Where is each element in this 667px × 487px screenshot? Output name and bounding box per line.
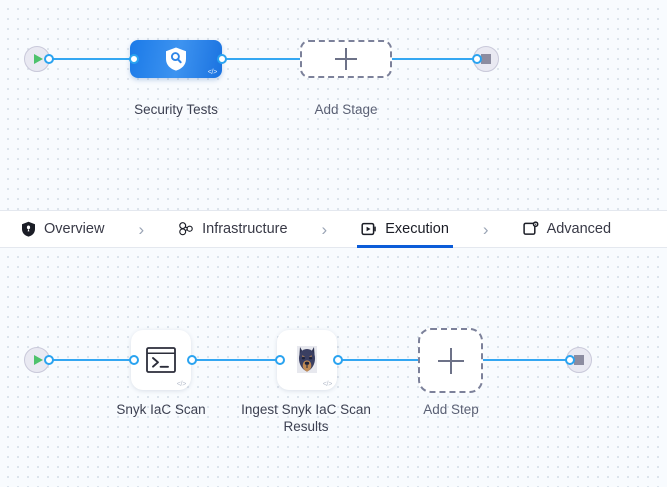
add-stage-button[interactable] [300,40,392,78]
terminal-icon [146,347,176,373]
tab-advanced[interactable]: Advanced [519,211,616,247]
security-tests-input-port[interactable] [129,54,139,64]
execution-end-input-port[interactable] [565,355,575,365]
tab-separator-3: › [482,219,489,239]
edge-security-tests-to-add-stage [222,58,302,60]
tab-separator-1: › [138,219,145,239]
snyk-dog-icon [297,346,317,373]
run-play-box-icon [361,221,377,237]
stage-node-security-tests[interactable]: </> [130,40,222,78]
play-icon [33,355,43,365]
tab-overview[interactable]: Overview [16,211,108,247]
tab-execution-label: Execution [385,221,449,237]
edge-snyk-scan-to-ingest [192,359,280,361]
stop-icon [481,54,491,64]
step-node-ingest-snyk-results[interactable]: </> [277,330,337,390]
start-output-port[interactable] [44,54,54,64]
add-step-label: Add Step [423,402,479,417]
stage-canvas[interactable]: </> Security Tests Add Stage [0,0,667,210]
step-code-badge: </> [176,381,187,388]
edge-start-to-snyk-scan [46,359,134,361]
step-node-snyk-iac-scan[interactable]: </> [131,330,191,390]
node-cluster-icon [178,221,194,237]
shield-icon [20,221,36,237]
snyk-scan-output-port[interactable] [187,355,197,365]
stage-label-security-tests: Security Tests [134,102,218,117]
step-code-badge: </> [322,381,333,388]
security-tests-output-port[interactable] [217,54,227,64]
stage-code-badge: </> [207,69,218,76]
card-gear-icon [522,221,539,237]
tab-execution[interactable]: Execution [357,211,453,248]
step-label-ingest-snyk-results: Ingest Snyk IaC Scan Results [241,402,371,434]
edge-add-stage-to-end [390,58,474,60]
play-icon [33,54,43,64]
tab-overview-label: Overview [44,221,105,237]
add-step-button[interactable] [418,328,483,393]
tab-separator-2: › [321,219,328,239]
execution-start-output-port[interactable] [44,355,54,365]
edge-start-to-security-tests [46,58,134,60]
tab-advanced-label: Advanced [546,221,612,237]
pipeline-tab-bar[interactable]: Overview › Infrastructure › Execution › [0,210,667,248]
plus-icon [335,48,357,70]
stop-icon [574,355,584,365]
tab-infrastructure[interactable]: Infrastructure [174,211,291,247]
tab-infrastructure-label: Infrastructure [202,221,288,237]
execution-canvas[interactable]: </> Snyk IaC Scan </> Ingest Snyk IaC Sc… [0,248,667,487]
end-input-port[interactable] [472,54,482,64]
ingest-output-port[interactable] [333,355,343,365]
add-stage-label: Add Stage [314,102,378,117]
ingest-input-port[interactable] [275,355,285,365]
step-label-snyk-iac-scan: Snyk IaC Scan [116,402,206,417]
shield-search-icon [166,47,186,71]
edge-add-step-to-end [483,359,567,361]
plus-icon [437,347,464,374]
edge-ingest-to-add-step [338,359,418,361]
snyk-scan-input-port[interactable] [129,355,139,365]
